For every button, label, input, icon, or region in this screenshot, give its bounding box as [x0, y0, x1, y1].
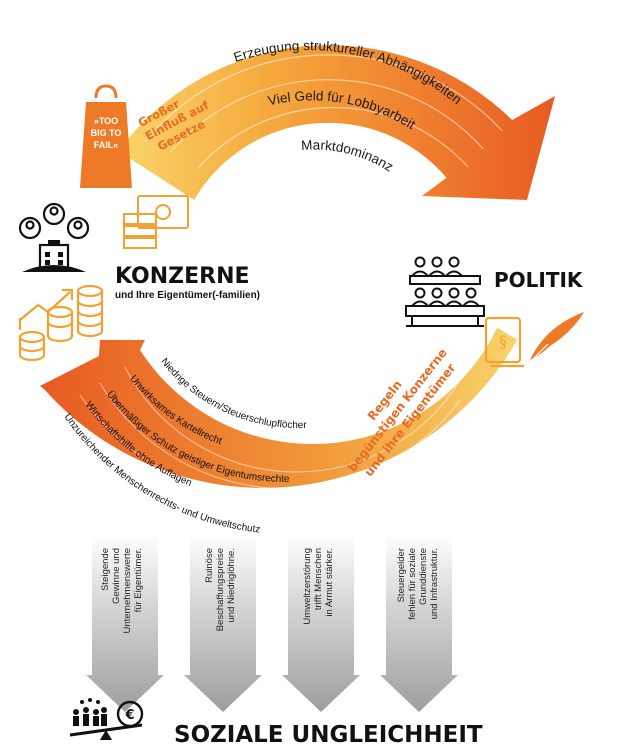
money-stack-icon: [123, 195, 189, 249]
building-icon: [22, 240, 86, 272]
svg-text:€: €: [124, 708, 134, 723]
shopping-bag-icon: »TOO BIG TO FAIL«: [80, 84, 132, 188]
down-arrow-2: [184, 533, 262, 712]
scale-icon: [69, 723, 143, 740]
konzerne-subtitle: und Ihre Eigentümer(-familien): [115, 290, 261, 301]
konzerne-title: KONZERNE: [115, 264, 250, 289]
badge-line-3: FAIL«: [94, 140, 119, 150]
badge-line-1: »TOO: [94, 116, 118, 126]
upper-arc-band: [118, 45, 556, 200]
badge-line-2: BIG TO: [91, 128, 122, 138]
upper-arc-line-3: Marktdominanz: [301, 137, 396, 174]
svg-text:§: §: [499, 332, 507, 351]
upper-arc-divider: [144, 54, 503, 142]
quill-icon: [529, 312, 584, 363]
upper-arc-divider: [170, 79, 484, 153]
growth-chart-icon: [18, 288, 74, 330]
lower-arc-divider: [124, 366, 461, 473]
bottom-title: SOZIALE UNGLEICHHEIT: [174, 722, 483, 748]
lower-arc-divider: [59, 405, 441, 507]
down-arrow-1: [86, 533, 164, 712]
down-arrow-4: [380, 533, 458, 712]
politik-title: POLITIK: [494, 268, 583, 292]
lower-arc-divider: [99, 382, 461, 490]
upper-arc-divider: [196, 106, 469, 169]
down-arrow-3: [282, 533, 360, 712]
lower-arc-divider: [79, 394, 456, 500]
parliament-icon: [405, 256, 485, 327]
coins-stack-icon: [18, 284, 104, 362]
crowd-icon: [73, 698, 107, 726]
law-book-icon: §: [484, 316, 524, 368]
people-group-icon: [18, 202, 90, 240]
